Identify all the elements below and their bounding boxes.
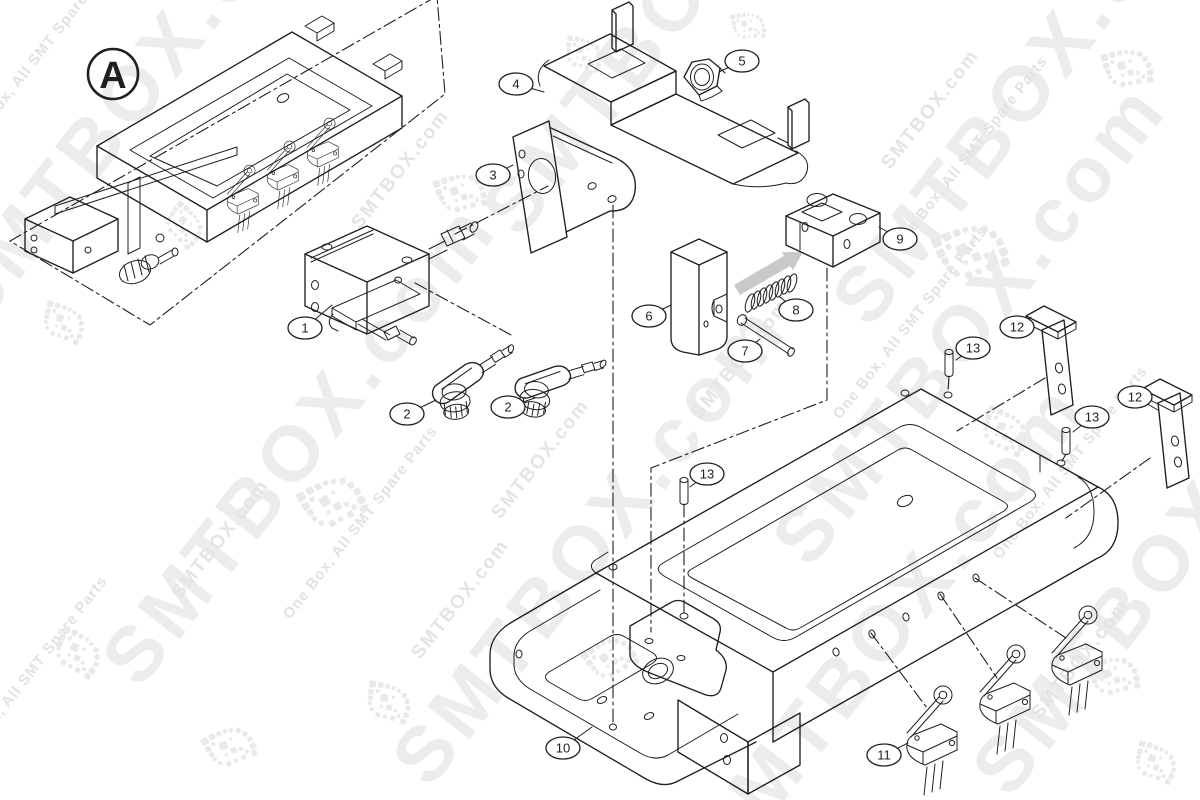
svg-text:11: 11 — [877, 748, 891, 763]
svg-text:12: 12 — [1128, 390, 1142, 405]
part-9-clevis — [785, 193, 881, 268]
part-8-spring — [744, 273, 798, 313]
svg-text:1: 1 — [301, 321, 308, 336]
callout-10: 10 — [545, 726, 593, 760]
svg-text:12: 12 — [1010, 320, 1024, 335]
detail-a-assembly — [24, 15, 403, 285]
callout-2a: 2 — [389, 399, 437, 426]
callout-9: 9 — [878, 226, 918, 251]
callout-12b: 12 — [1117, 385, 1159, 411]
part-3-bracket — [512, 120, 637, 254]
svg-text:3: 3 — [489, 168, 496, 183]
svg-text:6: 6 — [645, 309, 652, 324]
svg-text:2: 2 — [403, 407, 410, 422]
svg-text:5: 5 — [738, 54, 745, 69]
detail-a-circle — [86, 47, 140, 101]
svg-text:8: 8 — [792, 303, 799, 318]
svg-text:13: 13 — [700, 467, 714, 482]
callout-12a: 12 — [999, 315, 1035, 339]
callout-11: 11 — [866, 742, 909, 767]
callout-6: 6 — [631, 304, 672, 328]
callout-2b: 2 — [490, 395, 536, 419]
callout-8: 8 — [778, 296, 814, 322]
part-5-nut — [683, 58, 726, 102]
callout-1: 1 — [287, 304, 333, 340]
detail-a-label: A — [86, 47, 140, 101]
svg-text:9: 9 — [896, 232, 903, 247]
callout-13a: 13 — [955, 336, 991, 361]
callout-13b: 13 — [1072, 405, 1110, 433]
callout-7: 7 — [727, 338, 763, 363]
part-7-pin — [736, 314, 795, 357]
part-2-fitting-right — [509, 344, 609, 429]
callout-3: 3 — [475, 163, 514, 187]
svg-text:10: 10 — [556, 741, 570, 756]
svg-text:2: 2 — [504, 400, 511, 415]
assembly-direction-arrow — [734, 252, 803, 295]
svg-text:4: 4 — [512, 77, 519, 92]
svg-text:13: 13 — [1085, 410, 1099, 425]
watermark-text: SMTBOX.com — [0, 0, 354, 340]
part-1-cylinder — [304, 221, 479, 346]
part-10-base — [489, 388, 1119, 795]
svg-text:7: 7 — [741, 344, 748, 359]
detail-a-text: A — [99, 55, 126, 97]
svg-text:13: 13 — [966, 341, 980, 356]
callout-5: 5 — [718, 49, 760, 73]
callout-13c: 13 — [689, 462, 725, 488]
callout-4: 4 — [498, 72, 545, 96]
part-6-block — [670, 238, 728, 356]
center-lines — [414, 185, 1151, 724]
watermark-text: SMTBOX.com — [464, 0, 894, 250]
callouts-layer: 1 2 2 3 4 5 6 7 — [287, 49, 1159, 767]
phantom-border-detail-a — [8, 0, 446, 326]
part-4-bent-bracket — [537, 1, 810, 188]
